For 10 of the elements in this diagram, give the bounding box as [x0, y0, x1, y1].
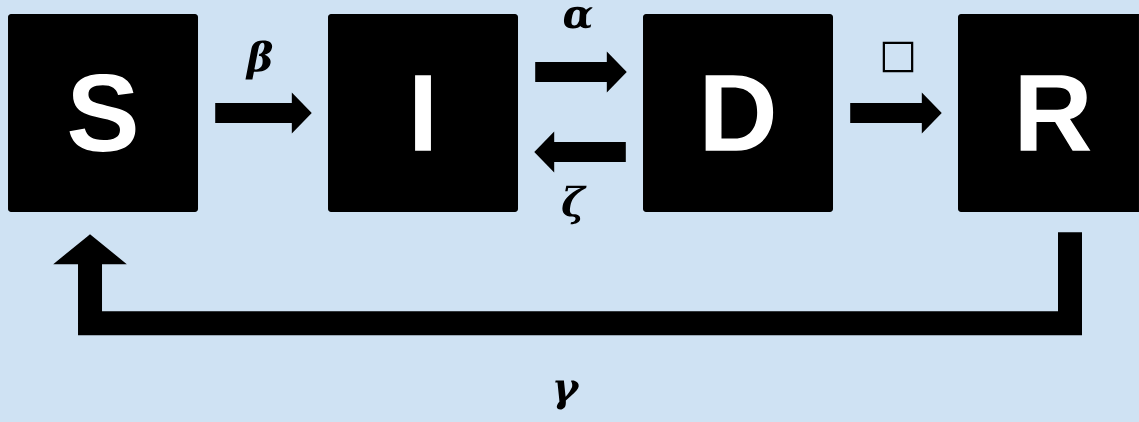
letter-box: S [8, 14, 198, 212]
edge-label: ζ [562, 185, 587, 225]
edge-label: α [563, 6, 593, 29]
edge-label: γ [555, 380, 579, 410]
letter-box: I [328, 14, 518, 212]
edge-label: □ [882, 41, 914, 73]
letter-box: R [958, 14, 1139, 212]
arrow [53, 232, 1082, 336]
edge-label: β [245, 40, 273, 80]
letter-box: D [643, 14, 833, 212]
